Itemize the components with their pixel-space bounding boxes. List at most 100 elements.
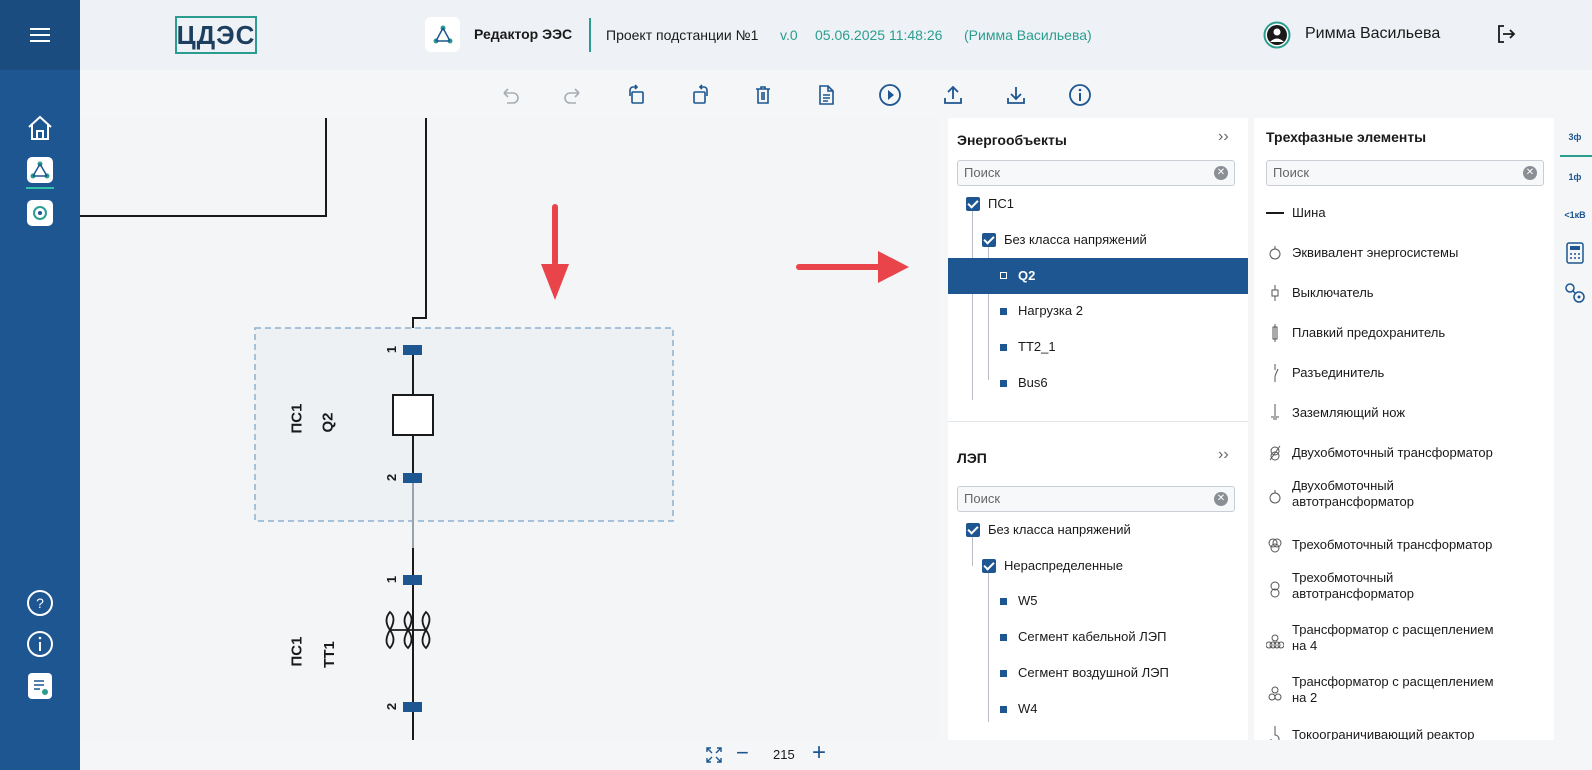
editor-network-icon	[433, 25, 452, 43]
clear-search-icon[interactable]: ✕	[1214, 166, 1228, 180]
help-button[interactable]: ?	[22, 585, 58, 621]
editor-title: Редактор ЭЭС	[474, 26, 573, 42]
tree-item-bus6[interactable]: Bus6	[1018, 375, 1048, 390]
tree-item-w4[interactable]: W4	[1018, 701, 1038, 716]
q2-pin-1-label: 1	[384, 345, 400, 354]
schematic-canvas[interactable]: ПС1 Q2 1 2 ПС1 ТТ1 1 2	[80, 118, 938, 740]
zoom-out-button[interactable]: −	[736, 740, 749, 765]
rotate-left-button[interactable]	[622, 80, 652, 110]
play-icon	[879, 84, 901, 106]
delete-icon	[756, 86, 770, 104]
zoom-in-button[interactable]: +	[812, 739, 827, 766]
document-button[interactable]	[811, 80, 841, 110]
element-label: Заземляющий нож	[1292, 405, 1406, 420]
tab-three-phase[interactable]: 3ф	[1568, 132, 1582, 142]
tt1-pin-2-label: 2	[384, 702, 400, 711]
header-divider	[589, 18, 591, 52]
element-item-autotransformer-2w[interactable]: Двухобмоточный автотрансформатор	[1266, 478, 1546, 518]
collapse-lep-button[interactable]: ››	[1218, 446, 1229, 463]
checkbox-voltage-group[interactable]	[982, 233, 996, 247]
element-label: Трансформатор с расщеплением на 2	[1292, 674, 1494, 705]
element-item-breaker[interactable]: Выключатель	[1266, 278, 1546, 308]
download-button[interactable]	[1001, 80, 1031, 110]
tree-item-ps1[interactable]: ПС1	[988, 196, 1014, 211]
element-item-transformer-2w[interactable]: Двухобмоточный трансформатор	[1266, 438, 1546, 468]
element-label: Трехобмоточный трансформатор	[1292, 537, 1493, 552]
element-label: Плавкий предохранитель	[1292, 325, 1446, 340]
undo-button[interactable]	[495, 80, 525, 110]
tree-item-load2[interactable]: Нагрузка 2	[1018, 303, 1083, 318]
user-name: Римма Васильева	[1305, 25, 1441, 42]
element-item-disconnector[interactable]: Разъединитель	[1266, 358, 1546, 388]
tree-line	[988, 246, 989, 380]
tree-item-q2: Q2	[1018, 268, 1036, 283]
tree-item-voltage-group[interactable]: Без класса напряжений	[1004, 232, 1147, 247]
tree-item-lep-voltage[interactable]: Без класса напряжений	[988, 522, 1131, 537]
element-label: Токоограничивающий реактор	[1292, 727, 1475, 740]
menu-button[interactable]	[0, 0, 80, 70]
tab-calculator[interactable]	[1566, 242, 1584, 264]
tree-item-cable-segment[interactable]: Сегмент кабельной ЛЭП	[1018, 629, 1167, 644]
elements-panel: Трехфазные элементы Поиск ✕ Шина Эквивал…	[1254, 118, 1554, 740]
clear-search-icon[interactable]: ✕	[1214, 492, 1228, 506]
editor-button[interactable]	[22, 152, 58, 188]
elements-title: Трехфазные элементы	[1266, 129, 1427, 145]
element-item-split-transformer-4[interactable]: Трансформатор с расщеплением на 4	[1266, 622, 1546, 662]
element-item-split-transformer-2[interactable]: Трансформатор с расщеплением на 2	[1266, 674, 1546, 714]
element-item-power-system[interactable]: Эквивалент энергосистемы	[1266, 238, 1546, 268]
checkbox-ps1[interactable]	[966, 197, 980, 211]
home-button[interactable]	[22, 110, 58, 146]
earthing-switch-icon	[1271, 404, 1279, 420]
checkbox-unassigned[interactable]	[982, 559, 996, 573]
report-icon	[28, 673, 52, 699]
fit-screen-button[interactable]	[706, 747, 722, 763]
active-tab-indicator	[1560, 155, 1592, 157]
wire-left	[80, 118, 327, 217]
tree-item-unassigned[interactable]: Нераспределенные	[1004, 558, 1123, 573]
tab-network-settings[interactable]	[1564, 282, 1586, 304]
tab-single-phase[interactable]: 1ф	[1568, 172, 1582, 182]
collapse-energy-objects-button[interactable]: ››	[1218, 128, 1229, 145]
elements-search-placeholder: Поиск	[1273, 165, 1310, 180]
element-label: Двухобмоточный трансформатор	[1292, 445, 1493, 460]
split-transformer-4-icon	[1266, 634, 1284, 649]
report-button[interactable]	[22, 668, 58, 704]
element-type-tabs: 3ф 1ф <1кВ	[1558, 118, 1592, 740]
user-avatar[interactable]	[1263, 21, 1291, 49]
energy-objects-search[interactable]: Поиск ✕	[957, 160, 1235, 186]
left-sidebar: ?	[0, 0, 80, 770]
element-item-reactor[interactable]: Токоограничивающий реактор	[1266, 722, 1546, 740]
tree-item-tt2-1[interactable]: ТТ2_1	[1018, 339, 1056, 354]
settings-button[interactable]	[22, 195, 58, 231]
rotate-right-button[interactable]	[685, 80, 715, 110]
element-item-bus[interactable]: Шина	[1266, 198, 1546, 228]
delete-button[interactable]	[748, 80, 778, 110]
logout-button[interactable]	[1495, 23, 1517, 45]
tree-line	[972, 536, 973, 566]
element-item-autotransformer-3w[interactable]: Трехобмоточный автотрансформатор	[1266, 570, 1546, 610]
info-toolbar-button[interactable]	[1065, 80, 1095, 110]
node-marker	[1000, 272, 1007, 279]
play-button[interactable]	[875, 80, 905, 110]
tree-item-selected[interactable]: Q2	[948, 258, 1248, 294]
wire-main-top	[412, 118, 427, 350]
undo-icon	[503, 88, 519, 104]
node-marker	[1000, 634, 1007, 641]
upload-button[interactable]	[938, 80, 968, 110]
elements-search[interactable]: Поиск ✕	[1266, 160, 1544, 186]
element-item-fuse[interactable]: Плавкий предохранитель	[1266, 318, 1546, 348]
breaker-icon	[1271, 285, 1279, 301]
lep-search[interactable]: Поиск ✕	[957, 486, 1235, 512]
node-marker	[1000, 706, 1007, 713]
checkbox-lep-voltage[interactable]	[966, 523, 980, 537]
element-item-earthing-switch[interactable]: Заземляющий нож	[1266, 398, 1546, 428]
clear-search-icon[interactable]: ✕	[1523, 166, 1537, 180]
tree-item-w5[interactable]: W5	[1018, 593, 1038, 608]
tab-low-voltage[interactable]: <1кВ	[1564, 210, 1586, 220]
tree-item-overhead-segment[interactable]: Сегмент воздушной ЛЭП	[1018, 665, 1169, 680]
element-item-transformer-3w[interactable]: Трехобмоточный трансформатор	[1266, 530, 1546, 560]
calculator-icon	[1566, 242, 1584, 264]
project-author: (Римма Васильева)	[964, 27, 1092, 43]
redo-button[interactable]	[558, 80, 588, 110]
info-button[interactable]	[22, 626, 58, 662]
